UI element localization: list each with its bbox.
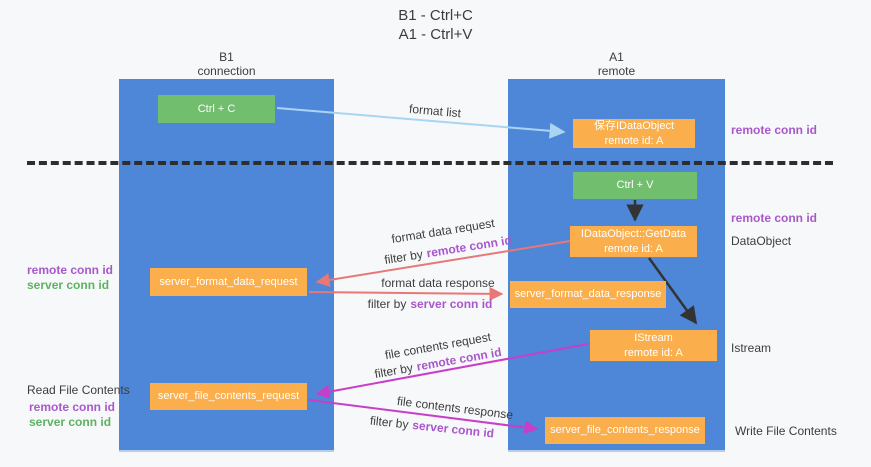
node-ctrl-v-label: Ctrl + V [616,179,654,192]
right-column-name: A1 [609,50,624,64]
node-server-file-contents-request-label: server_file_contents_request [157,390,300,403]
istream-annotation: Istream [731,341,772,355]
node-istream: IStream remote id: A [590,330,717,361]
node-server-format-data-response: server_format_data_response [510,281,666,308]
filter-by-text: filter by [373,360,414,382]
right-remote-conn-id-mid: remote conn id [731,211,818,225]
node-ctrl-c: Ctrl + C [158,95,275,123]
title-line-2: A1 - Ctrl+V [398,25,473,43]
diagram-title: B1 - Ctrl+C A1 - Ctrl+V [0,7,871,45]
node-ctrl-c-label: Ctrl + C [197,102,236,115]
left-server-conn-id-2: server conn id [29,415,112,429]
node-save-dataobject-line1: 保存IDataObject [593,120,675,133]
node-server-file-contents-request: server_file_contents_request [150,383,307,410]
format-data-response-label: format data response [381,276,495,290]
node-server-file-contents-response-label: server_file_contents_response [550,424,700,437]
node-server-file-contents-response: server_file_contents_response [545,417,705,444]
right-remote-conn-id-top: remote conn id [731,123,818,137]
title-line-1: B1 - Ctrl+C [398,7,473,24]
node-istream-line1: IStream [634,332,673,345]
node-server-format-data-request: server_format_data_request [150,268,307,296]
node-ctrl-v: Ctrl + V [573,172,697,199]
node-save-dataobject-line2: remote id: A [604,134,664,147]
left-column-header: B1 connection [119,50,334,79]
node-getdata-line2: remote id: A [604,242,663,255]
write-file-contents-annotation: Write File Contents [735,424,837,438]
read-file-contents-annotation: Read File Contents [27,383,130,397]
node-server-format-data-request-label: server_format_data_request [159,275,298,288]
left-column-role: connection [197,64,256,79]
server-conn-id-text: server conn id [411,417,495,441]
node-getdata: IDataObject::GetData remote id: A [570,226,697,257]
machine-boundary-dashed-line [27,161,833,165]
dataobject-annotation: DataObject [731,234,792,248]
node-save-dataobject: 保存IDataObject remote id: A [573,119,695,148]
left-server-conn-id-1: server conn id [27,278,110,292]
filter-by-text: filter by [369,413,410,432]
filter-by-text: filter by [383,247,424,267]
right-column-header: A1 remote [508,50,725,79]
node-getdata-line1: IDataObject::GetData [580,228,687,241]
right-column-role: remote [597,64,636,79]
node-server-format-data-response-label: server_format_data_response [514,288,662,301]
left-remote-conn-id-1: remote conn id [27,263,114,277]
format-list-label: format list [408,101,462,121]
filter-by-text: filter by [367,297,407,311]
format-data-response-arrow [308,286,504,301]
server-conn-id-text: server conn id [410,297,493,311]
left-remote-conn-id-2: remote conn id [29,400,116,414]
left-column-name: B1 [219,50,234,64]
node-istream-line2: remote id: A [624,346,683,359]
